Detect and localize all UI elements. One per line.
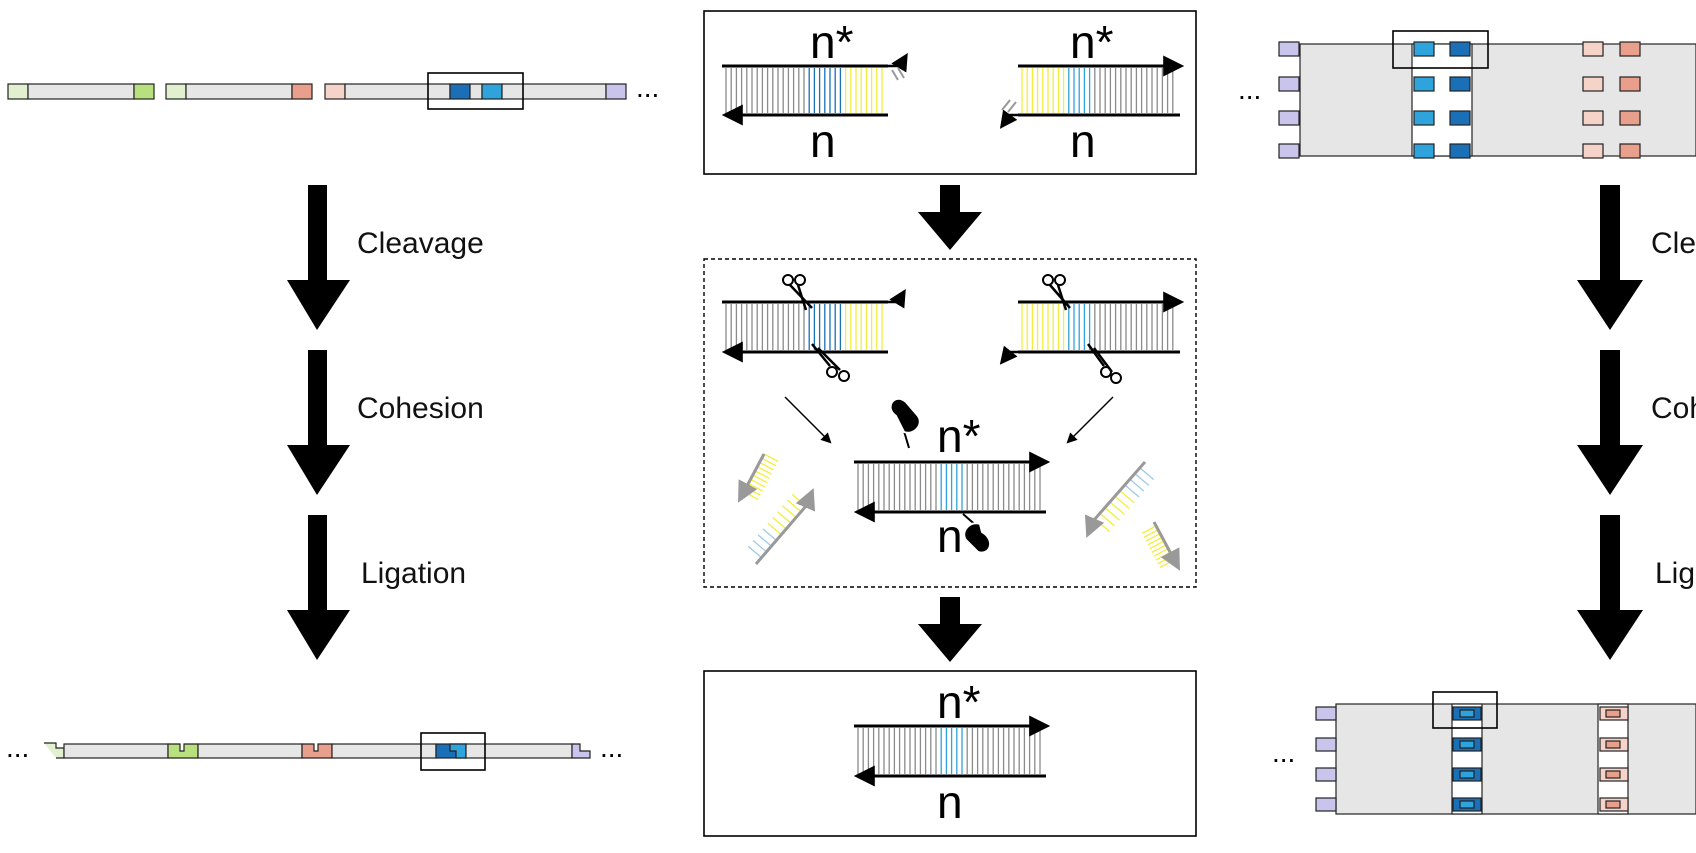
arrow-cleavage-right [1577,185,1643,330]
duplex-left-cut [721,274,906,382]
label-ligation-right: Lig [1655,557,1695,590]
center-column: n* n n* n [703,10,1197,837]
ellipsis-bottom-left-end: ... [600,732,623,763]
right-column: ... Cle Coh Lig ... [1238,30,1696,815]
released-fragments [738,453,1180,571]
scissors-icon [1086,343,1122,384]
label-ligation: Ligation [361,557,466,590]
lattice-top [1278,30,1696,159]
arrow-cleavage [287,185,350,330]
segment-chain-top: ... [7,72,659,110]
label-cohesion: Cohesion [357,392,484,425]
label-cleavage-right: Cle [1651,227,1696,260]
label-bottom-strand-1: n [810,115,836,167]
glue-bottle-icon [889,397,921,449]
arrow-diagonal-left [784,396,832,444]
label-bottom-strand-3: n [937,510,963,562]
duplex-right-before: n* n [999,16,1185,167]
ellipsis-top-right: ... [1238,74,1261,105]
label-cohesion-right: Coh [1651,392,1696,425]
box-before-cleavage [703,10,1197,175]
arrow-cohesion [287,350,350,495]
highlight-box-top [427,72,524,110]
arrow-down-1 [918,185,982,250]
segment-chain-bottom: ... ... [6,732,623,771]
box-process [703,258,1197,588]
left-step-arrows: Cleavage Cohesion Ligation [287,185,484,660]
duplex-left-before: n* n [721,16,908,167]
label-top-strand-3: n* [937,410,981,462]
duplex-ligated: n* n [853,676,1051,828]
label-bottom-strand-4: n [937,776,963,828]
arrow-cohesion-right [1577,350,1643,495]
box-after-ligation [703,670,1197,837]
scissors-icon [811,343,850,382]
ellipsis-bottom-left-start: ... [6,732,29,763]
ellipsis-bottom-right: ... [1272,737,1295,768]
label-top-strand-2: n* [1070,16,1114,68]
highlight-box-bottom [420,732,486,771]
left-column: ... Cleavage Cohesion Ligation ... ... [6,72,659,771]
scissors-icon [782,274,813,311]
highlight-box-lattice-top [1392,30,1489,69]
duplex-cohesion: n* n [853,397,1051,562]
highlight-box-lattice-bottom [1432,691,1498,729]
arrow-ligation-right [1577,515,1643,660]
lattice-bottom [1315,691,1696,815]
scissors-icon [1042,274,1071,311]
label-bottom-strand-2: n [1070,115,1096,167]
ellipsis-top-left: ... [636,72,659,103]
label-cleavage: Cleavage [357,227,484,260]
arrow-ligation [287,515,350,660]
glue-bottle-icon [962,513,992,554]
label-top-strand-4: n* [937,676,981,728]
duplex-right-cut [999,274,1185,384]
arrow-down-2 [918,597,982,662]
arrow-diagonal-right [1066,396,1114,444]
label-top-strand-1: n* [810,16,854,68]
